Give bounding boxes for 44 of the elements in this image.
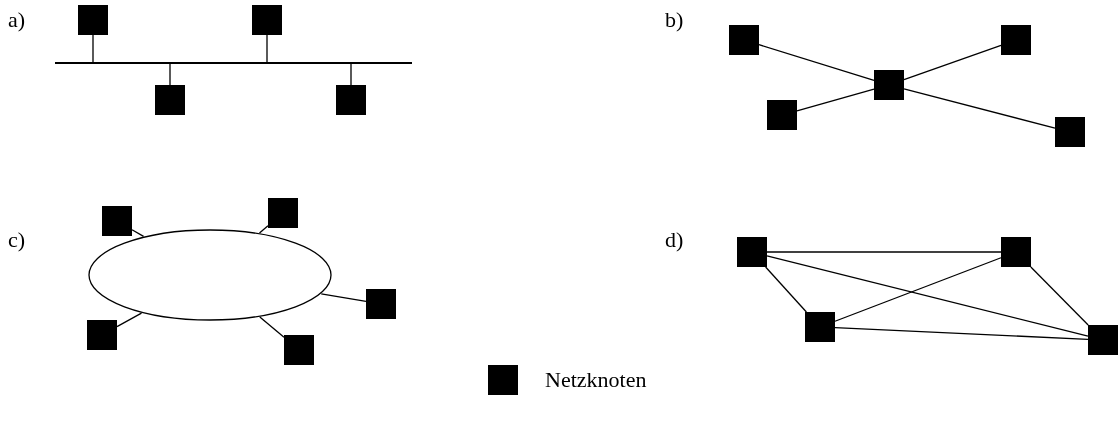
- bus-line: [55, 62, 412, 64]
- connection-line: [320, 293, 367, 303]
- network-node-square: [102, 206, 132, 236]
- network-node-square: [1001, 237, 1031, 267]
- network-node-square: [729, 25, 759, 55]
- network-node-square: [1001, 25, 1031, 55]
- connection-line: [758, 44, 875, 81]
- connection-line: [766, 251, 1002, 253]
- network-node-square: [737, 237, 767, 267]
- ring-ellipse: [88, 229, 332, 321]
- network-node-square: [252, 5, 282, 35]
- connection-line: [796, 88, 875, 112]
- connection-line: [258, 225, 269, 234]
- connection-line: [766, 255, 1089, 337]
- network-node-square: [87, 320, 117, 350]
- connection-line: [834, 257, 1002, 322]
- network-node-square: [284, 335, 314, 365]
- network-node-square: [155, 85, 185, 115]
- network-node-square: [1055, 117, 1085, 147]
- network-node-square: [805, 312, 835, 342]
- connection-line: [903, 44, 1002, 81]
- network-node-square: [1088, 325, 1118, 355]
- network-node-square: [767, 100, 797, 130]
- network-node-square: [874, 70, 904, 100]
- network-node-square: [336, 85, 366, 115]
- network-node-square: [366, 289, 396, 319]
- network-node-square: [268, 198, 298, 228]
- connection-line: [116, 312, 143, 328]
- connection-line: [131, 229, 145, 238]
- connection-line: [259, 316, 285, 338]
- panel-label: d): [665, 228, 684, 252]
- connection-line: [764, 266, 808, 313]
- connection-line: [169, 62, 171, 86]
- connection-line: [1030, 266, 1089, 326]
- network-node-square: [78, 5, 108, 35]
- connection-line: [350, 62, 352, 86]
- connection-line: [92, 34, 94, 64]
- connection-line: [266, 34, 268, 64]
- connection-line: [834, 327, 1089, 340]
- connection-line: [903, 88, 1056, 129]
- legend-label: Netzknoten: [545, 368, 647, 392]
- panel-label: c): [8, 228, 26, 252]
- panel-label: a): [8, 8, 26, 32]
- panel-label: b): [665, 8, 684, 32]
